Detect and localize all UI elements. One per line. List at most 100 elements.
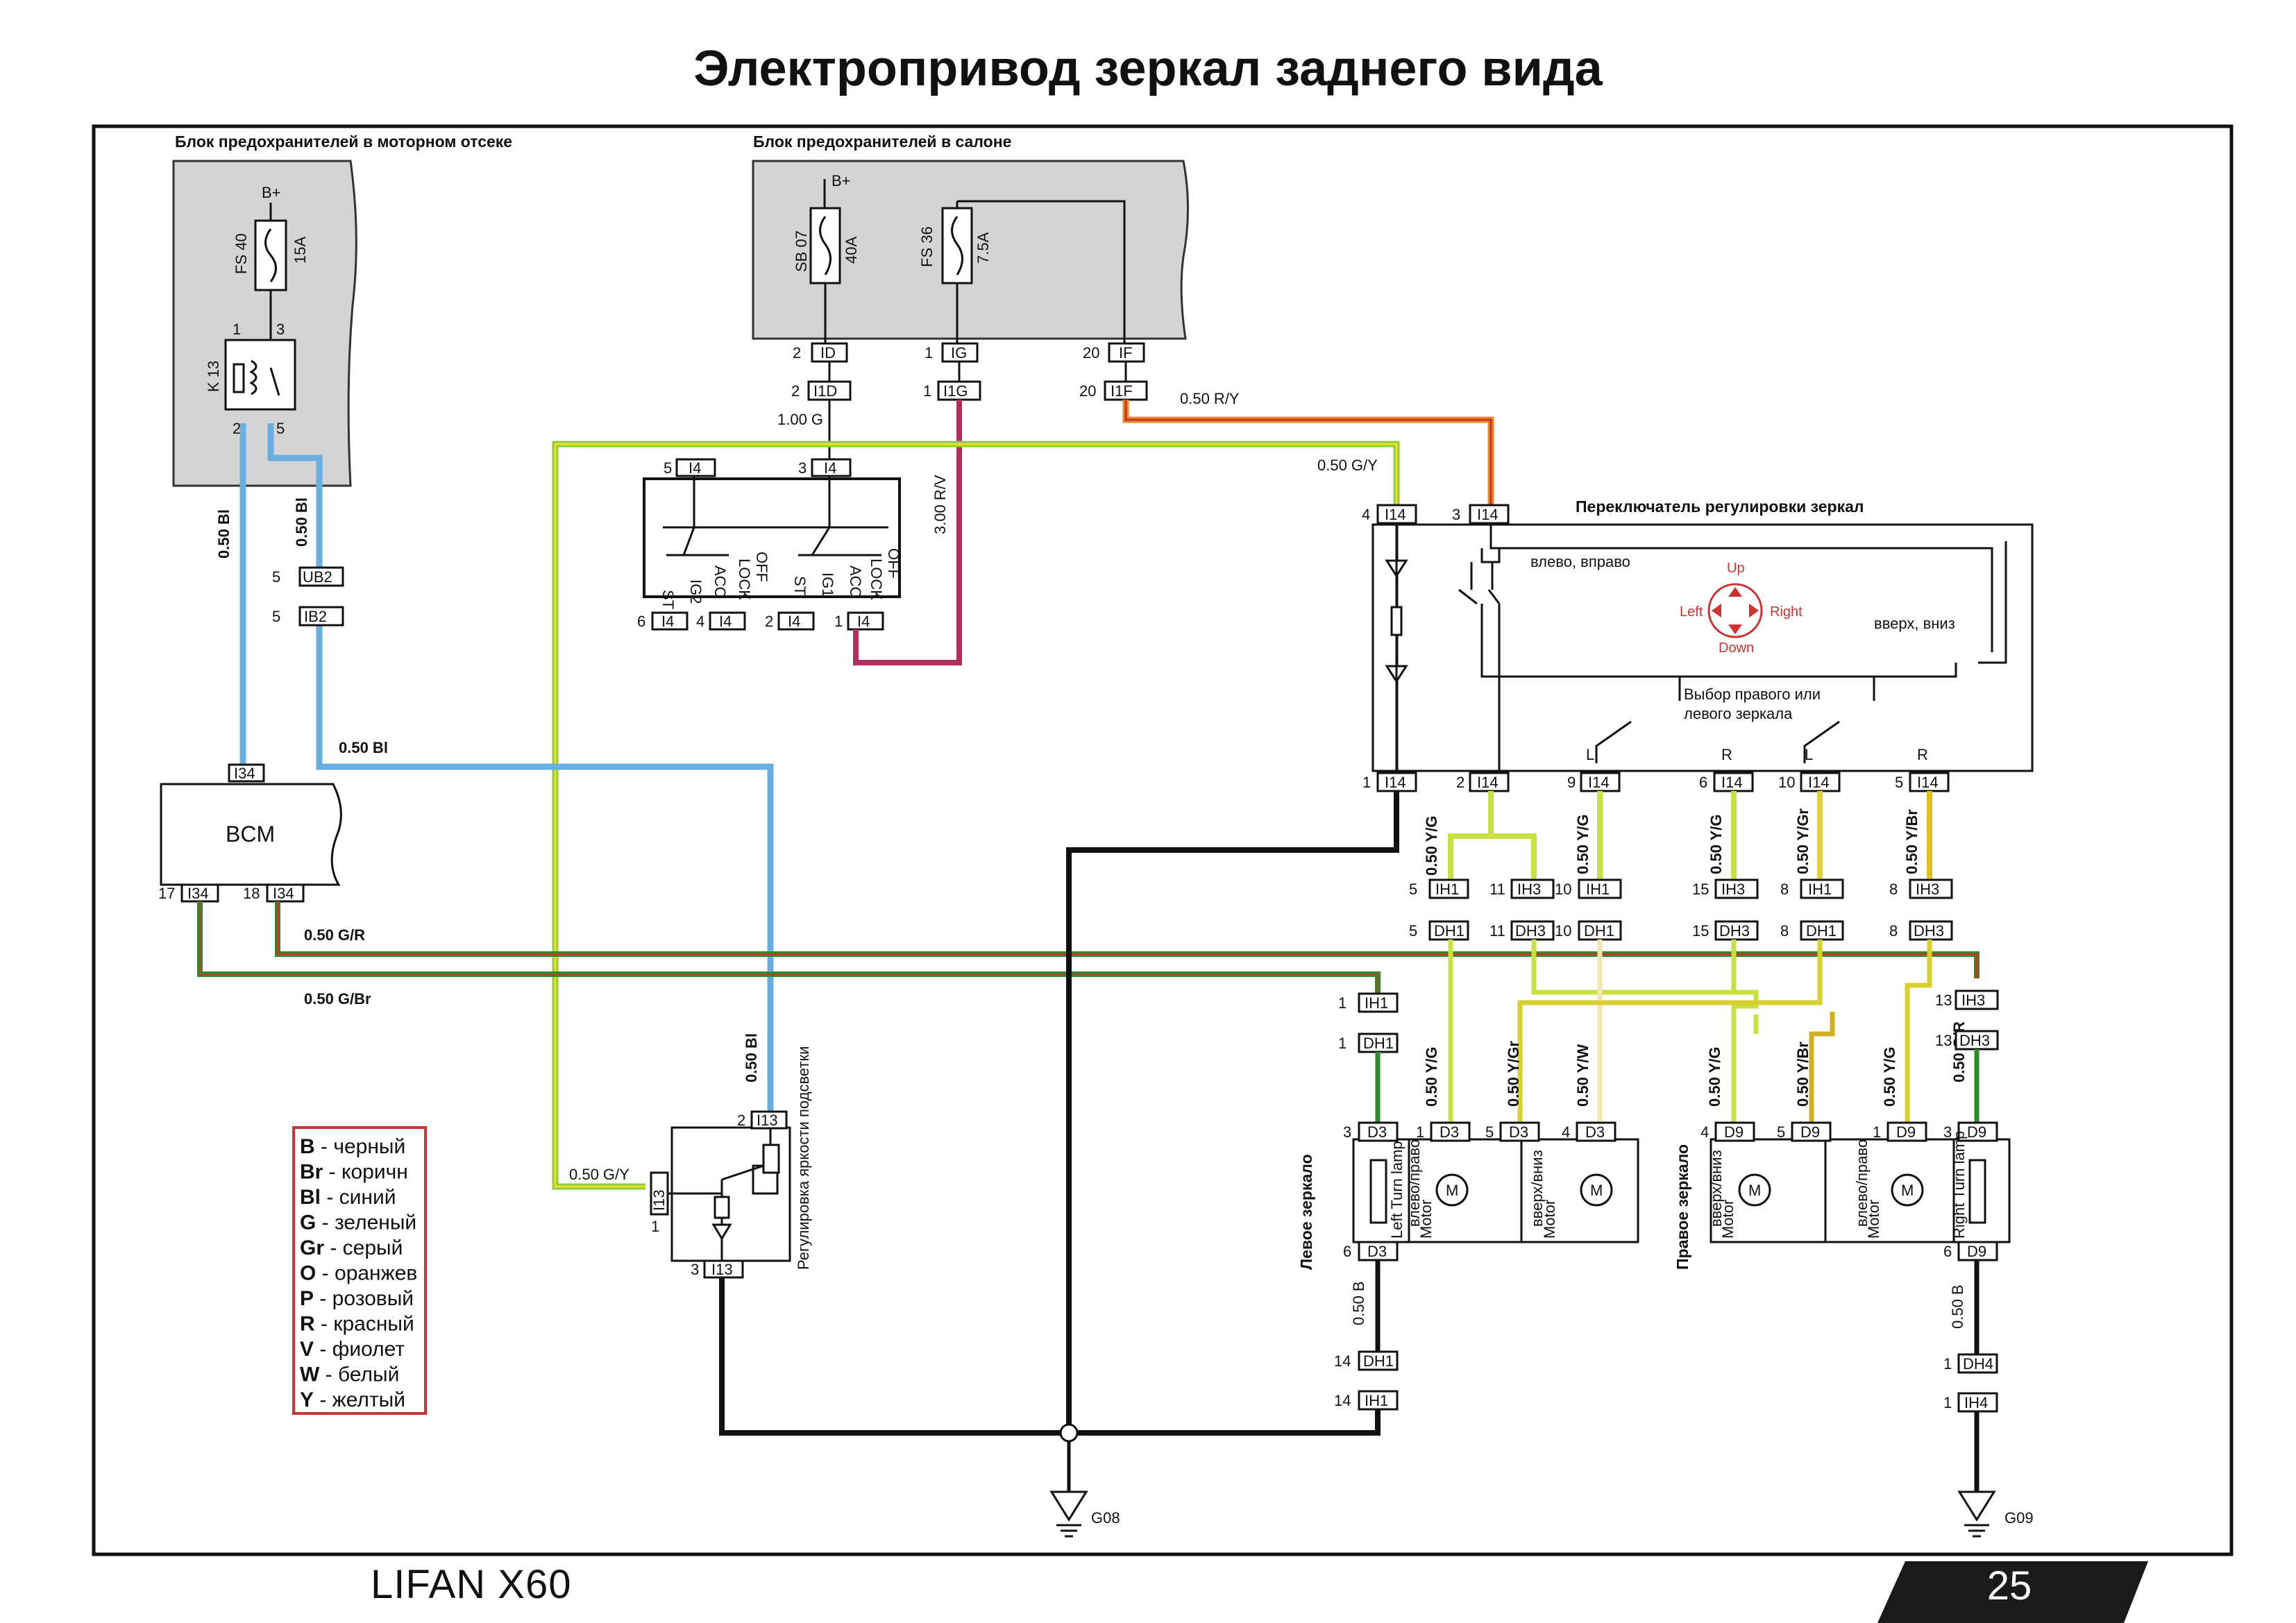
right-mirror-conn-d9-1: D91 xyxy=(1873,1121,1927,1142)
fuse-fs40-element xyxy=(264,228,277,282)
relay-pin-2: 2 xyxy=(233,420,241,437)
connector-ib2-label: IB2 xyxy=(304,608,327,625)
mirror-wire-label-yg-r: 0.50 Y/G xyxy=(1706,1047,1723,1107)
color-legend xyxy=(292,1126,427,1415)
conn-dh3-11-label: DH3 xyxy=(1515,922,1546,940)
ignition-pin2-num: 2 xyxy=(765,613,773,630)
ignition-label-acc-2: ACC xyxy=(847,566,864,598)
left-mirror-conn-d3-3-label: D3 xyxy=(1367,1123,1387,1141)
ignition-label-off-2: OFF xyxy=(885,548,902,579)
connector-i1d: I1D 2 xyxy=(791,380,852,401)
engine-fuse-box-title: Блок предохранителей в моторном отсеке xyxy=(175,133,512,151)
connector-if-pin: 20 xyxy=(1083,344,1099,362)
ignition-pin1-num: 1 xyxy=(834,613,843,630)
legend-item-name: - фиолет xyxy=(314,1338,405,1361)
conn-dh3-13-pin: 13 xyxy=(1935,1032,1952,1049)
legend-item-name: - розовый xyxy=(314,1287,414,1310)
left-mirror-conn-d3-4: D34 xyxy=(1562,1121,1617,1142)
connector-i1g: I1G 1 xyxy=(923,380,981,401)
connector-i1f: I1F 20 xyxy=(1079,380,1148,401)
right-motor-2-m: M xyxy=(1901,1182,1914,1199)
wire-yg-label-3: 0.50 Y/G xyxy=(1707,815,1725,874)
conn-ih1-14-label: IH1 xyxy=(1365,1392,1388,1409)
legend-item-code: O xyxy=(300,1262,316,1285)
relay-coil xyxy=(233,363,245,393)
ignition-switch xyxy=(643,477,901,598)
legend-item-code: Gr xyxy=(300,1237,324,1259)
conn-dh4-1-pin: 1 xyxy=(1943,1355,1952,1373)
left-motor-1-label-a: влево/право xyxy=(1406,1139,1423,1227)
mirror-switch-conn-1-label: I14 xyxy=(1385,774,1406,791)
mirror-switch-l-1: L xyxy=(1586,746,1594,763)
ground-g09-label: G09 xyxy=(2004,1509,2034,1527)
connector-i1g-label: I1G xyxy=(943,382,968,400)
ground-bus-wire xyxy=(719,1277,1381,1436)
right-mirror-conn-d9-5-label: D9 xyxy=(1800,1123,1820,1141)
left-mirror-conn-d3-4-label: D3 xyxy=(1585,1123,1605,1141)
conn-dh1-5-pin: 5 xyxy=(1409,922,1417,940)
mirror-switch-l-2: L xyxy=(1805,746,1813,763)
relay-coil-winding xyxy=(248,359,258,396)
direction-pad-icon: Up Down Left Right xyxy=(1680,561,1803,656)
left-motor-2-m: M xyxy=(1590,1182,1603,1199)
left-motor-2-label-b: Motor xyxy=(1541,1200,1558,1239)
conn-dh1-14-pin: 14 xyxy=(1334,1352,1351,1370)
right-mirror-title: Правое зеркало xyxy=(1673,1144,1691,1270)
conn-dh3-11-pin: 11 xyxy=(1489,922,1505,940)
right-mirror-conn-d9-3-pin: 3 xyxy=(1943,1123,1952,1141)
conn-ih3-13-pin: 13 xyxy=(1935,992,1952,1009)
connector-if: IF 20 xyxy=(1083,342,1145,363)
connector-ub2-pin: 5 xyxy=(272,568,280,586)
footer-model: LIFAN X60 xyxy=(371,1562,572,1607)
dimmer-conn-1-label: I13 xyxy=(650,1189,668,1211)
mirror-switch-illum-diodes xyxy=(1385,523,1408,771)
left-mirror-conn-d3-1-label: D3 xyxy=(1440,1123,1459,1141)
right-mirror-conn-d9-4: D94 xyxy=(1700,1121,1755,1142)
legend-item-code: R xyxy=(300,1313,315,1336)
legend-item-name: - оранжев xyxy=(316,1262,417,1285)
right-turn-lamp-icon xyxy=(1968,1159,1986,1224)
legend-item-code: V xyxy=(300,1338,314,1361)
conn-ih1-8-label: IH1 xyxy=(1808,881,1832,898)
connector-ib2-pin: 5 xyxy=(272,608,280,625)
mirror-switch-r-1: R xyxy=(1721,746,1732,763)
ignition-pin5-num: 5 xyxy=(664,459,672,477)
conn-dh3-13-label: DH3 xyxy=(1959,1032,1990,1049)
wire-yg-label-2: 0.50 Y/G xyxy=(1574,815,1592,874)
wire-0-50-gbr-stripe xyxy=(199,901,1379,994)
right-mirror-conn-d9-6-pin: 6 xyxy=(1943,1243,1952,1260)
wire-0-50-gbr-label: 0.50 G/Br xyxy=(304,990,371,1008)
mirror-wire-label-yw-l: 0.50 Y/W xyxy=(1574,1044,1592,1107)
conn-ih1-5-label: IH1 xyxy=(1435,881,1459,898)
left-motor-2-label-a: вверх/вниз xyxy=(1528,1150,1546,1227)
conn-ih3-13-label: IH3 xyxy=(1961,992,1985,1009)
legend-item-name: - синий xyxy=(321,1186,396,1209)
conn-dh1-8-pin: 8 xyxy=(1780,922,1789,940)
page-title: Электропривод зеркал заднего вида xyxy=(693,41,1603,96)
bcm-connector-17-label: I34 xyxy=(187,885,209,902)
bcm-connector-18-pin: 18 xyxy=(243,885,260,902)
conn-ih1-10-label: IH1 xyxy=(1586,881,1610,898)
conn-ih3-15-label: IH3 xyxy=(1721,881,1745,898)
dimmer-title-1: Регулировка яркости подсветки xyxy=(795,1046,812,1270)
ignition-pin3-num: 3 xyxy=(798,459,807,477)
mirror-switch-conn-5-label: I14 xyxy=(1917,774,1939,791)
right-mirror-conn-d9-5: D95 xyxy=(1777,1121,1832,1142)
left-mirror-conn-d3-6-pin: 6 xyxy=(1343,1243,1351,1260)
mirror-switch-illum-resistor xyxy=(1390,606,1403,636)
